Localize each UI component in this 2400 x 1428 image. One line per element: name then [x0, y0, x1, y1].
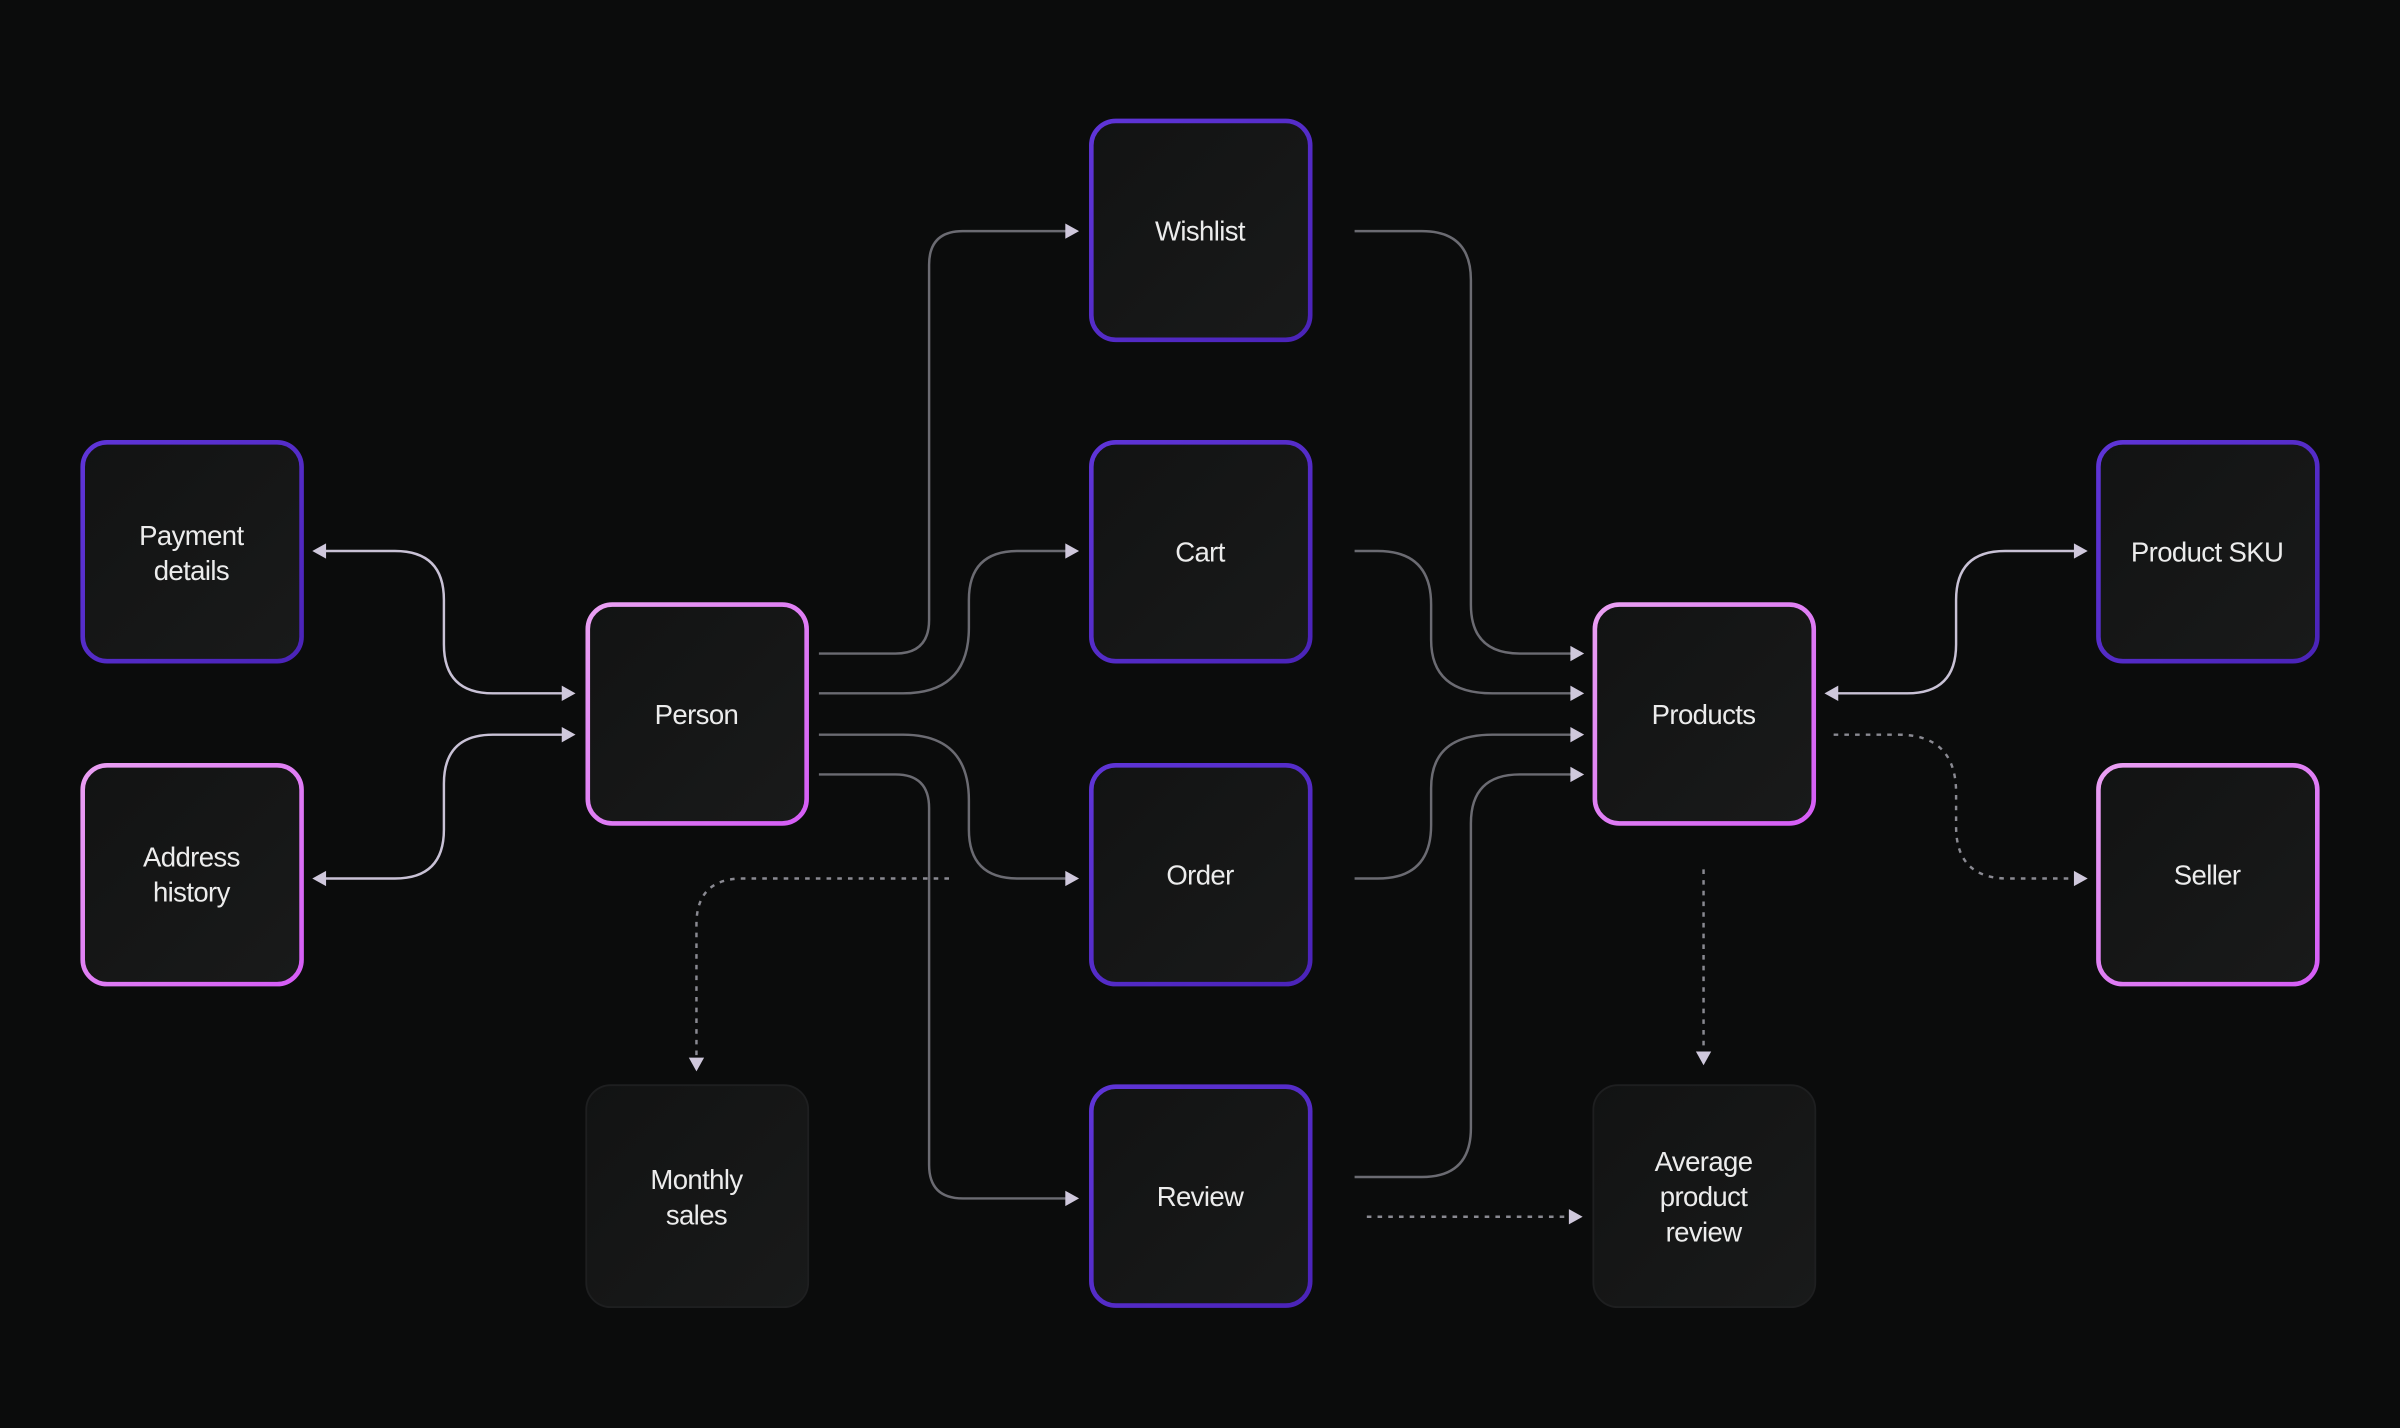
node-person[interactable]: Person [585, 602, 809, 826]
node-cart[interactable]: Cart [1089, 440, 1313, 664]
node-address-history[interactable]: Address history [80, 762, 304, 987]
arrow-icon [1568, 1209, 1583, 1225]
arrow-icon [561, 685, 576, 701]
node-label: details [154, 555, 229, 586]
node-label: Wishlist [1155, 215, 1246, 246]
node-label: Average [1655, 1146, 1753, 1177]
edge-person-cart [818, 549, 1072, 695]
edge-cart-products [1354, 549, 1574, 695]
arrow-icon [1570, 766, 1585, 783]
arrow-icon [1065, 223, 1080, 239]
node-label: history [153, 876, 231, 907]
edge-products-sku [1835, 549, 2078, 695]
node-monthly-sales[interactable]: Monthly sales [585, 1084, 810, 1309]
arrow-icon [1570, 727, 1585, 743]
arrow-icon [1570, 645, 1585, 662]
arrow-icon [1065, 543, 1080, 559]
node-label: Payment [139, 520, 244, 551]
node-label: Seller [2174, 860, 2241, 891]
edge-products-seller [1833, 733, 2078, 880]
arrow-icon [561, 727, 576, 743]
node-wishlist[interactable]: Wishlist [1089, 118, 1313, 343]
edge-person-review [818, 773, 1072, 1200]
node-label: Address [143, 841, 240, 872]
node-label: sales [666, 1199, 727, 1230]
node-label: Monthly [650, 1164, 743, 1195]
node-review[interactable]: Review [1089, 1084, 1313, 1308]
node-label: review [1666, 1216, 1743, 1247]
edge-review-products [1354, 773, 1574, 1179]
edge-person-wishlist [818, 229, 1072, 655]
node-label: Products [1652, 699, 1756, 730]
edges [324, 229, 2078, 1219]
node-payment-details[interactable]: Payment details [80, 440, 304, 664]
node-order[interactable]: Order [1089, 762, 1313, 987]
node-products[interactable]: Products [1592, 602, 1817, 826]
arrowheads [312, 223, 2088, 1225]
edge-person-order [818, 733, 1072, 880]
node-label: Cart [1175, 537, 1226, 568]
edge-person-payment [324, 549, 567, 695]
arrow-icon [1570, 685, 1585, 701]
arrow-icon [312, 543, 327, 559]
node-product-sku[interactable]: Product SKU [2096, 440, 2320, 664]
edge-order-products [1354, 733, 1574, 880]
node-seller[interactable]: Seller [2096, 762, 2320, 987]
edge-person-monthly [695, 877, 949, 1060]
edge-person-address [324, 733, 567, 880]
node-label: Review [1157, 1181, 1244, 1212]
edge-wishlist-products [1354, 229, 1574, 655]
arrow-icon [1065, 1190, 1080, 1207]
node-label: Person [655, 699, 739, 730]
arrow-icon [1065, 870, 1080, 887]
arrow-icon [688, 1057, 705, 1072]
node-label: Order [1166, 860, 1234, 891]
arrow-icon [1695, 1051, 1712, 1066]
arrow-icon [2073, 543, 2088, 559]
arrow-icon [312, 870, 327, 887]
arrow-icon [1824, 685, 1839, 701]
node-label: Product SKU [2131, 537, 2283, 568]
node-label: product [1660, 1181, 1749, 1212]
arrow-icon [2073, 870, 2088, 887]
node-average-product-review[interactable]: Average product review [1592, 1084, 1817, 1309]
